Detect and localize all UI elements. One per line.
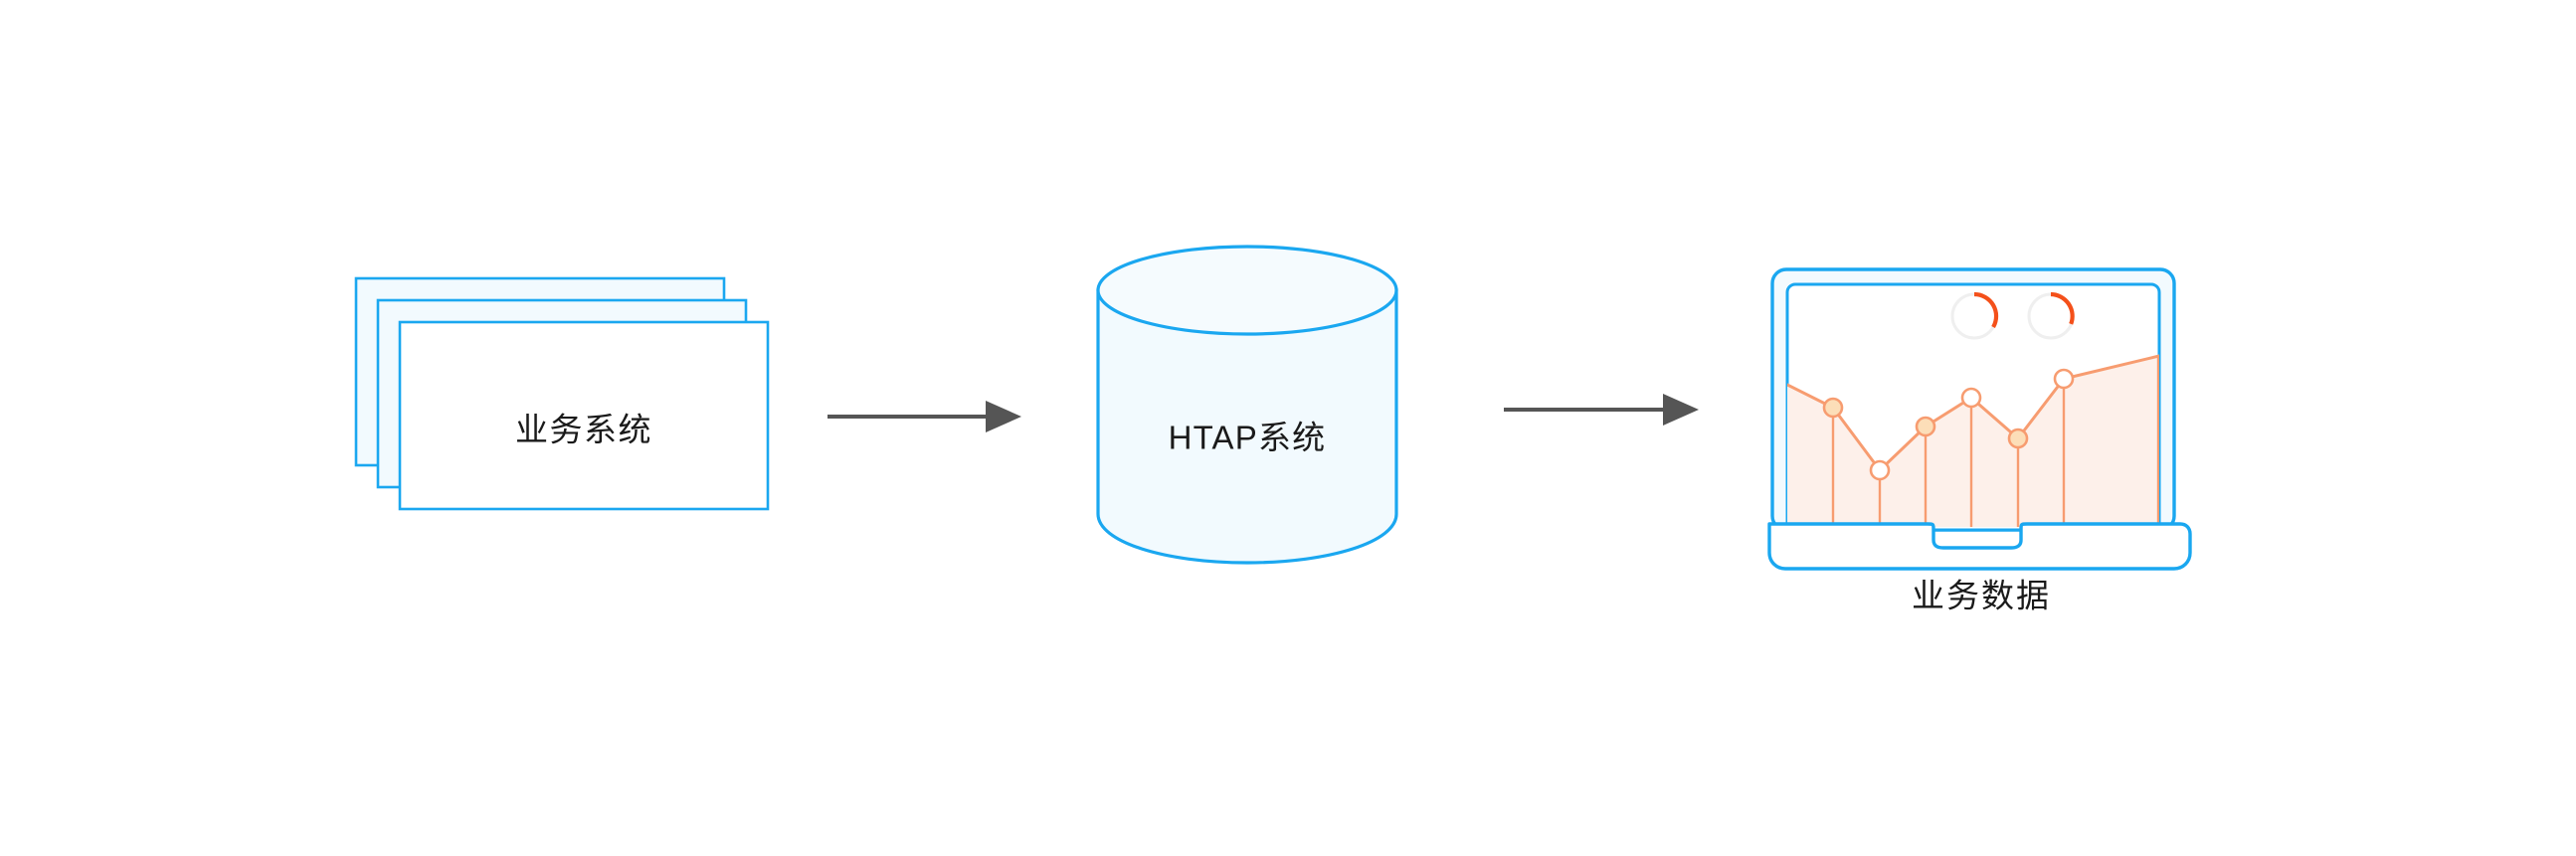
chart-markers (1822, 368, 2075, 481)
chart-marker-hollow (1960, 387, 1982, 409)
cylinder-body (1096, 288, 1398, 565)
htap-system-label: HTAP系统 (1169, 420, 1327, 456)
node-business-data[interactable]: 业务数据 (1767, 267, 2192, 614)
chart-marker-filled (1822, 397, 1844, 419)
dashboard-content (1787, 291, 2159, 527)
gauge-right-arc (2050, 291, 2075, 325)
gauge-left (1950, 291, 1999, 340)
chart-marker-hollow (1869, 459, 1891, 481)
gauge-right (2027, 291, 2075, 340)
chart-marker-hollow (2053, 368, 2075, 390)
chart-marker-filled (1915, 416, 1936, 437)
business-data-label: 业务数据 (1912, 578, 2051, 614)
gauge-left-arc (1973, 291, 1999, 329)
laptop-base (1767, 522, 2192, 571)
chart-series-line (1787, 354, 2159, 472)
node-htap-system[interactable]: HTAP系统 (1096, 245, 1398, 565)
chart-marker-filled (2007, 428, 2029, 449)
cylinder-top (1096, 245, 1398, 336)
node-business-system[interactable]: 业务系统 (354, 276, 770, 511)
business-system-label: 业务系统 (515, 412, 652, 448)
card-front (398, 320, 770, 511)
